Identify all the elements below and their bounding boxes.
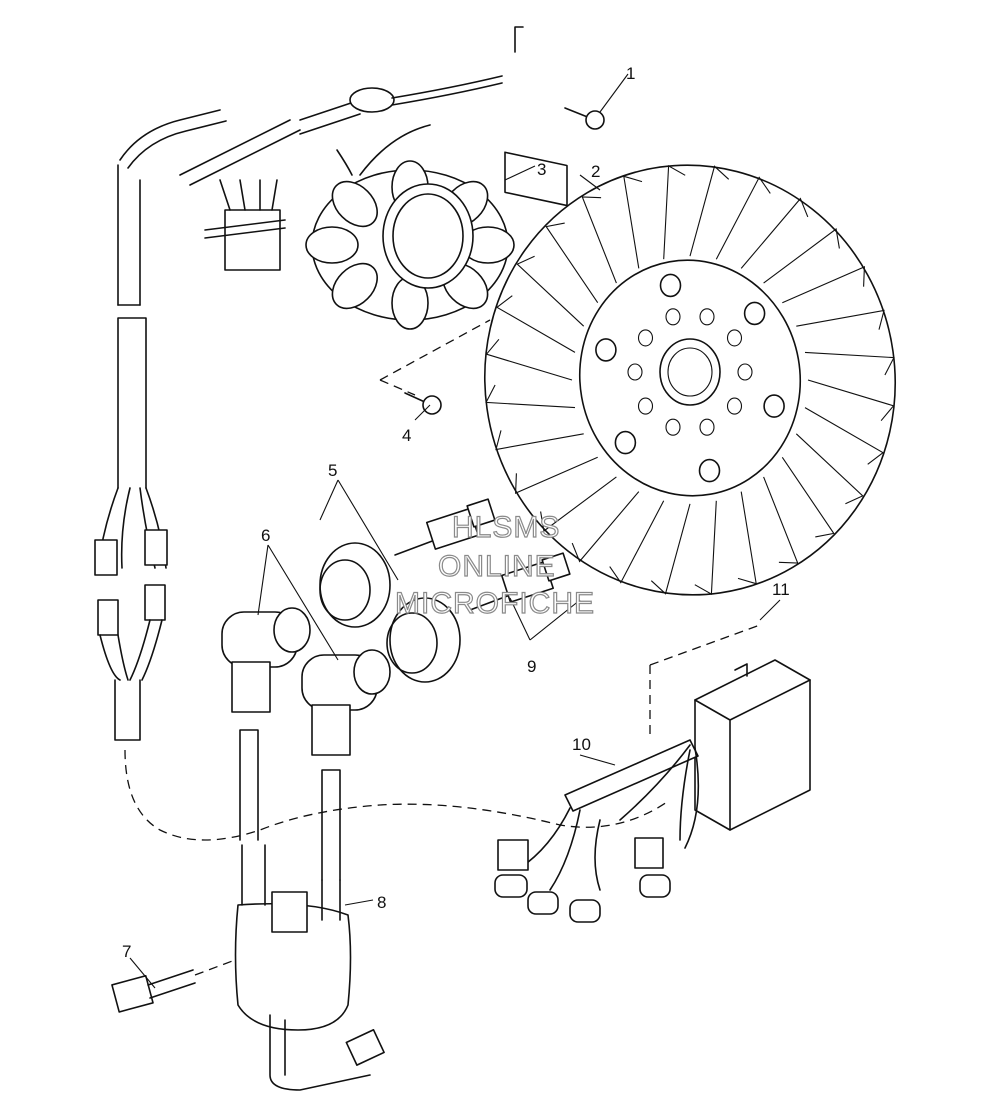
flywheel-fin (495, 430, 584, 451)
flywheel-hole (726, 329, 743, 347)
stator-coil (331, 180, 378, 228)
spark-plug-upper (394, 498, 496, 556)
flywheel-boss (763, 394, 785, 418)
flywheel-fin (782, 266, 865, 304)
flywheel-fin (516, 255, 585, 327)
flywheel-hole (627, 363, 643, 381)
flywheel-fin (795, 433, 864, 505)
flywheel-boss (743, 301, 766, 326)
cdi-box (649, 624, 811, 831)
flywheel-fin (485, 338, 573, 381)
plug-cap-right (301, 649, 391, 881)
callout-2: 2 (591, 162, 600, 181)
flywheel-boss (614, 430, 637, 455)
callout-4: 4 (402, 426, 411, 445)
callout-11: 11 (772, 580, 790, 599)
screw-4 (379, 319, 491, 415)
flywheel-fin (694, 500, 717, 596)
leader-lines (129, 73, 781, 989)
watermark-line-1: HLSMS (452, 511, 560, 544)
flywheel-fin (663, 164, 686, 260)
watermark-line-2: ONLINE (438, 550, 556, 583)
spark-plug-lower (469, 552, 571, 611)
ignition-coil (234, 844, 385, 1091)
flywheel-fin (485, 384, 576, 409)
flywheel-boss (698, 458, 721, 483)
callout-9: 9 (527, 657, 536, 676)
stator-coil (331, 262, 378, 310)
flywheel-fin (545, 222, 599, 304)
flywheel-fin (650, 503, 691, 595)
callout-3: 3 (537, 160, 546, 179)
flywheel-hole (699, 418, 715, 436)
flywheel-fin (609, 500, 665, 584)
cdi-harness (494, 739, 700, 923)
flywheel-fin (715, 176, 771, 260)
flywheel-fin (804, 351, 895, 376)
flywheel-hole (726, 397, 743, 415)
flywheel-hole (699, 308, 715, 326)
flywheel-fin (515, 456, 598, 494)
flywheel-fin (581, 196, 617, 284)
stator-wire-harness (94, 26, 671, 841)
callout-1: 1 (626, 64, 635, 83)
flywheel-fin (763, 476, 799, 564)
flywheel-boss (659, 273, 682, 298)
callout-6: 6 (261, 526, 270, 545)
callout-8: 8 (377, 893, 386, 912)
stator-coil (305, 226, 359, 264)
flywheel-hole (665, 418, 681, 436)
callout-7: 7 (122, 942, 131, 961)
flywheel-fin (763, 228, 840, 284)
flywheel-fin (781, 456, 835, 538)
flywheel-boss (595, 338, 617, 362)
flywheel-fin (540, 476, 617, 532)
watermark: HLSMS ONLINE MICROFICHE (394, 510, 595, 620)
flywheel-fin (804, 407, 884, 465)
flywheel-fin (807, 379, 895, 422)
plug-cap-left (221, 607, 311, 841)
flywheel-fin (571, 491, 640, 563)
screw-1 (564, 107, 605, 130)
flywheel-fin (689, 165, 730, 257)
seal-upper (319, 542, 391, 628)
flywheel-fin (623, 175, 643, 269)
callout-10: 10 (572, 735, 591, 754)
callout-5: 5 (328, 461, 337, 480)
flywheel-fin (740, 197, 809, 269)
stator (305, 124, 515, 330)
flywheel-hole (637, 329, 654, 347)
seal-lower (386, 597, 461, 683)
flywheel-fin (796, 309, 885, 330)
flywheel-hole (665, 308, 681, 326)
flywheel-fin (496, 295, 576, 353)
flywheel (484, 164, 896, 596)
bolt-7 (111, 959, 236, 1013)
flywheel-hole (637, 397, 654, 415)
watermark-line-3: MICROFICHE (395, 587, 595, 620)
flywheel-fin (737, 491, 757, 585)
flywheel-hole (737, 363, 753, 381)
